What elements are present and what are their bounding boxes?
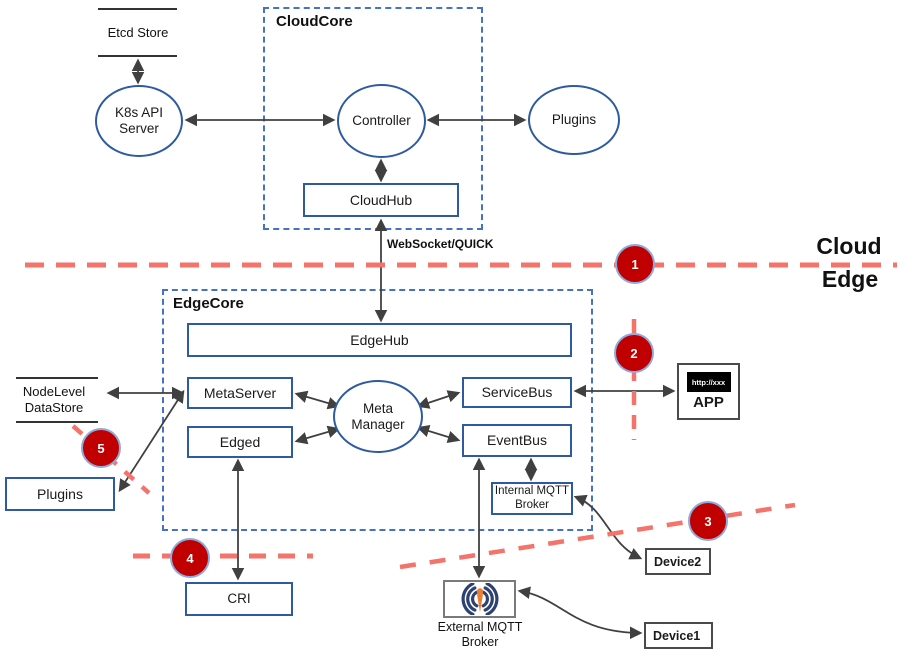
nodelevel-datastore-label: NodeLevel DataStore [22, 384, 86, 415]
node-plugins-edge: Plugins [5, 477, 115, 511]
edgecore-group-label: EdgeCore [173, 295, 244, 312]
node-edgehub: EdgeHub [187, 323, 572, 357]
node-k8s-api-server: K8s API Server [95, 85, 183, 157]
marker-3: 3 [688, 501, 728, 541]
etcd-store-line-bottom [98, 55, 177, 57]
app-url-chip: http://xxx [686, 372, 731, 392]
etcd-store-line-top [98, 8, 177, 10]
etcd-store-label: Etcd Store [107, 25, 169, 40]
cloudcore-group-label: CloudCore [276, 13, 353, 30]
wifi-broker-icon [460, 583, 499, 615]
node-cri: CRI [185, 582, 293, 616]
device1-box: Device1 [644, 622, 713, 649]
cloud-zone-label: Cloud [816, 233, 882, 259]
arrow-internal-mqtt-device2 [573, 494, 643, 560]
nodelevel-datastore-line-top [16, 377, 98, 379]
node-edged: Edged [187, 426, 293, 458]
app-box: http://xxx APP [677, 363, 740, 420]
external-mqtt-broker-label: External MQTT Broker [437, 620, 523, 649]
arrow-metaserver-metamanager [294, 390, 341, 410]
node-internal-mqtt-broker: Internal MQTT Broker [491, 482, 573, 515]
marker-4: 4 [170, 538, 210, 578]
arrow-eventbus-metamanager [416, 424, 461, 444]
app-label: APP [693, 394, 724, 411]
arrow-edged-metamanager [294, 425, 341, 445]
marker-1: 1 [615, 244, 655, 284]
separator-device-edge [399, 502, 796, 570]
nodelevel-datastore-line-bottom [16, 421, 98, 423]
node-metaserver: MetaServer [187, 377, 293, 409]
edge-zone-label: Edge [821, 266, 879, 292]
arrow-external-mqtt-device1 [517, 586, 643, 640]
node-plugins-cloud: Plugins [528, 85, 620, 155]
marker-2: 2 [614, 333, 654, 373]
arrow-plugins-metaserver [118, 389, 185, 493]
device2-box: Device2 [645, 548, 711, 575]
websocket-link-label: WebSocket/QUICK [387, 237, 494, 251]
node-controller: Controller [337, 84, 426, 158]
node-cloudhub: CloudHub [303, 183, 459, 217]
node-meta-manager: Meta Manager [333, 380, 423, 453]
arrow-servicebus-metamanager [416, 390, 461, 409]
external-mqtt-broker-box [443, 580, 516, 618]
node-servicebus: ServiceBus [462, 377, 572, 408]
marker-5: 5 [81, 428, 121, 468]
node-eventbus: EventBus [462, 424, 572, 457]
